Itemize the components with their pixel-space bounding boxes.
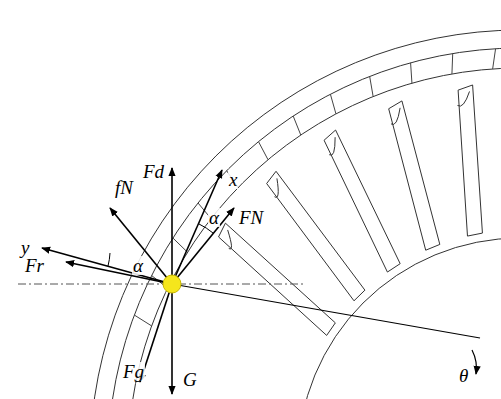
guide-vane xyxy=(370,76,373,96)
axis-arrow xyxy=(172,170,222,284)
force-label: θ xyxy=(458,366,469,385)
force-arrow xyxy=(66,262,172,284)
force-label: x xyxy=(228,170,238,189)
guide-vane xyxy=(493,49,496,69)
force-label: Fd xyxy=(142,162,165,181)
force-label: fN xyxy=(114,178,134,197)
guide-vane xyxy=(173,238,188,252)
force-label: α xyxy=(208,208,220,227)
guide-vane xyxy=(330,94,336,114)
wheel-ring xyxy=(128,68,501,399)
blade-tip xyxy=(329,137,335,155)
force-arrow xyxy=(171,168,173,284)
force-label: Fg xyxy=(122,362,145,381)
angle-arc xyxy=(472,350,476,374)
guide-vane xyxy=(134,315,151,326)
force-arrow xyxy=(171,284,173,394)
blade xyxy=(324,130,400,272)
force-label: FN xyxy=(238,208,264,227)
blade-tip xyxy=(391,108,400,125)
horizontal-axis xyxy=(18,284,305,285)
wheel-ring xyxy=(90,30,501,399)
blade xyxy=(389,101,440,250)
particle xyxy=(163,275,181,293)
force-label: Fr xyxy=(24,256,45,275)
force-label: y xyxy=(20,238,30,257)
impeller-wheel xyxy=(90,30,501,399)
wheel-ring xyxy=(108,48,501,399)
axis-arrow xyxy=(42,248,172,284)
guide-vane xyxy=(451,54,453,74)
force-label: G xyxy=(182,370,198,389)
angle-arc xyxy=(108,253,110,266)
guide-vane xyxy=(258,142,268,160)
blade-tip xyxy=(228,230,232,249)
force-arrow xyxy=(172,208,234,284)
blade xyxy=(458,85,482,236)
blade-tip xyxy=(457,91,469,106)
guide-vane xyxy=(411,63,412,83)
blade-tip xyxy=(274,178,278,197)
force-label: α xyxy=(132,256,144,275)
guide-vane xyxy=(293,116,301,135)
radial-line xyxy=(172,284,480,338)
